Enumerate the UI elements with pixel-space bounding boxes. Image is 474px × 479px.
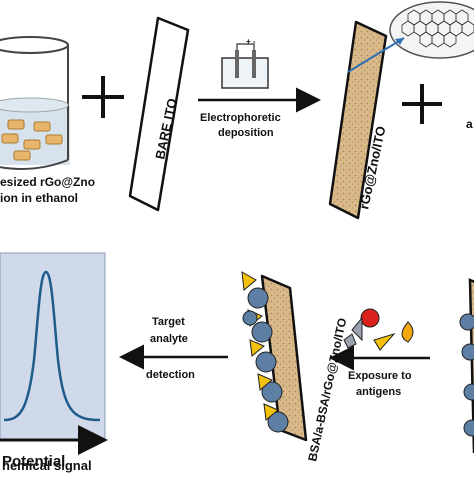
exposure-label-1: Exposure to xyxy=(348,370,412,382)
electrochemical-cell-icon: + - xyxy=(221,37,269,89)
electrophoretic-label-2: deposition xyxy=(218,127,274,139)
svg-text:+ -: + - xyxy=(246,37,256,46)
exposure-label-2: antigens xyxy=(356,386,401,398)
partial-electrode-right xyxy=(459,278,474,454)
target-label-2: analyte xyxy=(150,333,188,345)
nanoparticle-flakes xyxy=(1,119,63,161)
electrophoretic-label-1: Electrophoretic xyxy=(200,112,281,124)
target-label-1: Target xyxy=(152,316,185,328)
beaker xyxy=(0,36,70,170)
bare-ito-electrode xyxy=(128,16,190,212)
detection-label: detection xyxy=(146,369,195,381)
antibody-antigen-complexes xyxy=(241,271,289,433)
potential-label: Potential xyxy=(2,453,65,470)
signal-plot xyxy=(0,252,108,455)
beaker-label-2: ion in ethanol xyxy=(0,191,78,205)
beaker-label-1: esized rGo@Zno xyxy=(0,175,95,189)
graphene-zoom-bubble xyxy=(389,1,474,59)
antigens-icon xyxy=(343,308,414,351)
peak-curve xyxy=(3,270,101,422)
zoom-pointer-line xyxy=(347,37,405,73)
bsa-electrode xyxy=(260,274,308,442)
plus-icon xyxy=(82,76,124,118)
signal-caption: hemical signal xyxy=(2,458,92,473)
plus-icon-2 xyxy=(402,84,442,124)
rgo-zno-ito-electrode xyxy=(328,20,388,220)
partial-label: a xyxy=(466,117,473,131)
bsa-electrode-label: BSA/a-BSA/rGo@Zno/ITO xyxy=(305,317,349,463)
